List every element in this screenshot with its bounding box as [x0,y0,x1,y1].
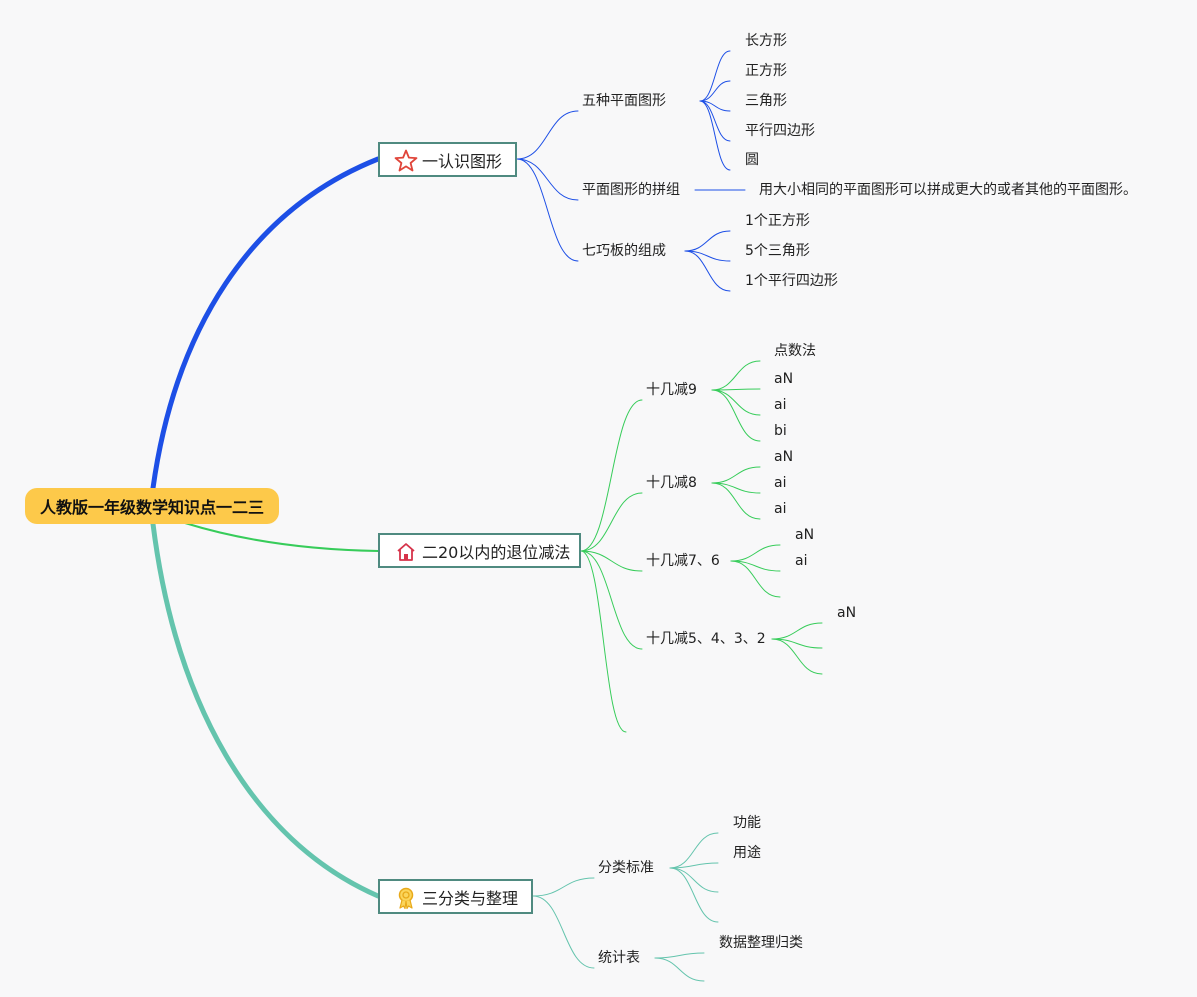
leaf-label[interactable]: 1个平行四边形 [745,273,838,289]
leaf-connector [654,952,705,959]
branch-label: 三分类与整理 [422,888,519,908]
leaf-connector [711,360,761,391]
branch-label: 二20以内的退位减法 [422,542,571,562]
branch-connector [516,158,579,262]
leaf-label[interactable]: 1个正方形 [745,213,810,229]
leaf-connector [711,482,761,520]
leaf-connector [669,867,719,923]
leaf-label[interactable]: 功能 [733,815,761,831]
subtopic-label[interactable]: 平面图形的拼组 [582,182,680,198]
house-icon [397,543,415,561]
leaf-connector [699,100,731,171]
branch-connector [532,895,595,969]
leaf-label[interactable]: bi [774,423,787,439]
leaf-connector [684,250,731,292]
leaf-connector [711,389,761,416]
leaf-label[interactable]: aN [774,371,794,387]
leaf-label[interactable]: ai [774,501,787,517]
leaf-connector [771,622,823,640]
leaf-connector [669,862,719,869]
leaf-connector [711,389,761,442]
leaf-connector [654,957,705,982]
leaf-connector [730,544,781,562]
leaf-label[interactable]: ai [774,397,787,413]
branch-label: 一认识图形 [422,151,503,171]
leaf-label[interactable]: 三角形 [745,93,787,109]
branch-connector [580,550,643,650]
leaf-label[interactable]: 圆 [745,152,759,168]
subtopic-label[interactable]: 统计表 [598,950,640,966]
branch-connector [516,158,579,201]
subtopic-label[interactable]: 十几减5、4、3、2 [646,631,766,647]
star-icon [394,149,418,172]
branch-connector [580,492,643,552]
leaf-label[interactable]: 5个三角形 [745,243,810,259]
leaf-connector [711,466,761,484]
leaf-label[interactable]: 用途 [733,845,761,861]
leaf-label[interactable]: 点数法 [774,343,816,359]
leaf-connector [699,50,731,102]
branch-connector [532,877,595,897]
root-connector [184,522,379,552]
subtopic-label[interactable]: 十几减7、6 [646,553,720,569]
branch-node-shapes[interactable]: 一认识图形 [378,142,517,177]
leaf-label[interactable]: 正方形 [745,63,787,79]
leaf-label[interactable]: ai [774,475,787,491]
leaf-connector [669,832,719,869]
leaf-connector [669,867,719,893]
branch-connector [580,550,627,733]
branch-node-classification[interactable]: 三分类与整理 [378,879,533,914]
leaf-label[interactable]: aN [774,449,794,465]
subtopic-label[interactable]: 五种平面图形 [582,93,666,109]
leaf-label[interactable]: 用大小相同的平面图形可以拼成更大的或者其他的平面图形。 [759,182,1137,198]
branch-connector [580,399,643,552]
subtopic-label[interactable]: 十几减9 [646,382,697,398]
leaf-label[interactable]: aN [795,527,815,543]
leaf-label[interactable]: 数据整理归类 [719,935,803,951]
leaf-connector [730,560,781,598]
leaf-connector [684,230,731,252]
leaf-label[interactable]: ai [795,553,808,569]
leaf-label[interactable]: 平行四边形 [745,123,815,139]
branch-node-subtraction[interactable]: 二20以内的退位减法 [378,533,581,568]
leaf-connector [771,638,823,675]
subtopic-label[interactable]: 十几减8 [646,475,697,491]
subtopic-label[interactable]: 七巧板的组成 [582,243,666,259]
root-node[interactable]: 人教版一年级数学知识点一二三 [25,488,279,524]
root-label: 人教版一年级数学知识点一二三 [39,498,264,517]
leaf-label[interactable]: aN [837,605,857,621]
leaf-label[interactable]: 长方形 [745,33,787,49]
branch-connector [516,110,579,160]
subtopic-label[interactable]: 分类标准 [598,860,654,876]
root-connector [150,521,381,899]
award-icon [398,887,414,910]
leaf-connector [699,80,731,102]
root-connector [150,156,381,491]
branch-connector [580,550,643,572]
